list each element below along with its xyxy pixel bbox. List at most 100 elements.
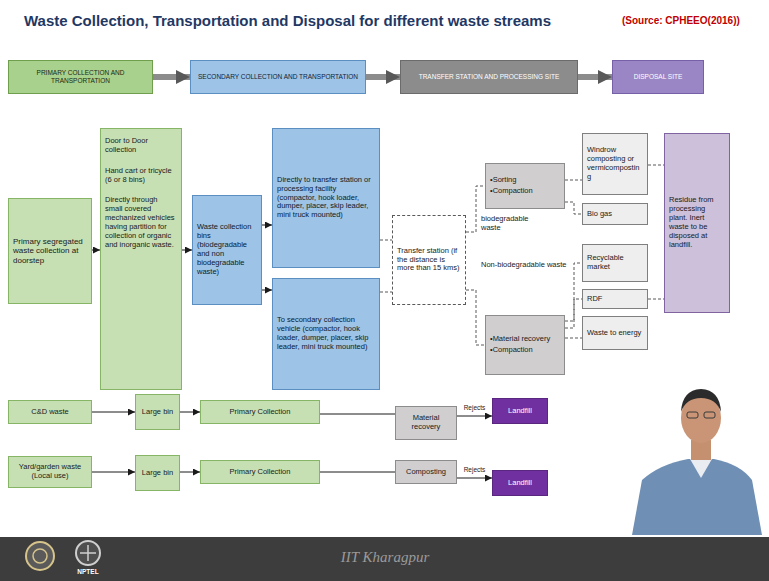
box-content: Waste collection bins (biodegradable and… bbox=[197, 223, 257, 276]
dashed-connector bbox=[565, 263, 582, 321]
box-text: Directly to transfer station or processi… bbox=[277, 176, 375, 220]
dashed-connector bbox=[565, 338, 582, 339]
process-box: To secondary collection vehicle (compact… bbox=[272, 278, 380, 390]
box-text: Primary segregated waste collection at d… bbox=[13, 237, 87, 265]
box-content: Door to Door collectionHand cart or tric… bbox=[105, 132, 177, 249]
stage-header: TRANSFER STATION AND PROCESSING SITE bbox=[400, 60, 578, 94]
stage-header: SECONDARY COLLECTION AND TRANSPORTATION bbox=[190, 60, 366, 94]
waste-stream-box: Yard/garden waste (Local use) bbox=[8, 456, 92, 488]
logo-caption: NPTEL bbox=[77, 568, 98, 575]
output-box: Windrow composting or vermicomposting bbox=[582, 133, 648, 195]
source-note: (Source: CPHEEO(2016)) bbox=[622, 15, 740, 27]
box-text: To secondary collection vehicle (compact… bbox=[277, 316, 375, 351]
box-text: Hand cart or tricycle (6 or 8 bins) bbox=[105, 167, 177, 185]
flow-arrow bbox=[182, 250, 192, 251]
box-text: Transfer station (if the distance is mor… bbox=[397, 247, 461, 274]
box-text: Bio gas bbox=[587, 210, 643, 219]
nptel-logo bbox=[80, 545, 96, 561]
box-content: Material recovery bbox=[400, 414, 452, 432]
box-text: Landfill bbox=[497, 479, 543, 488]
dashed-connector bbox=[565, 180, 582, 181]
box-content: Residue from processing plant. Inert was… bbox=[669, 196, 725, 249]
box-text: Directly through small covered mechanize… bbox=[105, 196, 177, 249]
box-content: Composting bbox=[400, 468, 452, 477]
box-text: Large bin bbox=[140, 469, 175, 478]
box-text: Windrow composting or vermicomposting bbox=[587, 146, 643, 181]
box-text: Recyclable market bbox=[587, 254, 643, 272]
flow-arrow bbox=[262, 290, 272, 291]
flow-arrow bbox=[180, 472, 200, 473]
presenter-hair bbox=[681, 389, 721, 412]
flow-arrow bbox=[320, 472, 395, 473]
box-text: C&D waste bbox=[13, 408, 87, 417]
presenter-collar bbox=[690, 459, 712, 478]
box-text: Landfill bbox=[497, 407, 543, 416]
stage-header: PRIMARY COLLECTION AND TRANSPORTATION bbox=[8, 60, 153, 94]
box-content: C&D waste bbox=[13, 408, 87, 417]
box-content: Transfer station (if the distance is mor… bbox=[397, 247, 461, 274]
disposal-box: Residue from processing plant. Inert was… bbox=[664, 133, 730, 313]
box-text: DISPOSAL SITE bbox=[617, 73, 699, 81]
stage-arrow bbox=[578, 74, 612, 80]
slide-title: Waste Collection, Transportation and Dis… bbox=[24, 12, 551, 29]
box-content: Landfill bbox=[497, 407, 543, 416]
process-box: Primary segregated waste collection at d… bbox=[8, 198, 92, 304]
institute-logo bbox=[26, 542, 54, 570]
box-text: Residue from processing plant. Inert was… bbox=[669, 196, 725, 249]
bin-box: Large bin bbox=[135, 394, 180, 430]
edge-label: Rejects bbox=[463, 404, 487, 411]
output-box: Waste to energy bbox=[582, 316, 648, 350]
box-text: •Compaction bbox=[490, 187, 560, 196]
box-content: Waste to energy bbox=[587, 329, 643, 338]
process-box: •Material recovery•Compaction bbox=[485, 315, 565, 375]
waste-stream-box: C&D waste bbox=[8, 400, 92, 424]
flow-arrow bbox=[92, 250, 100, 251]
box-content: SECONDARY COLLECTION AND TRANSPORTATION bbox=[195, 73, 361, 81]
output-box: Recyclable market bbox=[582, 244, 648, 282]
footer-ground bbox=[0, 537, 769, 581]
footer-bar bbox=[0, 537, 769, 581]
box-text: RDF bbox=[587, 295, 643, 304]
box-text: Primary Collection bbox=[205, 468, 315, 477]
box-text: SECONDARY COLLECTION AND TRANSPORTATION bbox=[195, 73, 361, 81]
box-content: Landfill bbox=[497, 479, 543, 488]
box-content: Windrow composting or vermicomposting bbox=[587, 146, 643, 181]
flow-arrow bbox=[180, 412, 200, 413]
flow-arrow bbox=[92, 472, 135, 473]
dashed-connector bbox=[648, 299, 664, 300]
box-text: Large bin bbox=[140, 408, 175, 417]
box-content: Primary Collection bbox=[205, 408, 315, 417]
presenter-figure bbox=[632, 389, 762, 535]
flow-arrow bbox=[262, 225, 272, 226]
box-content: Large bin bbox=[140, 469, 175, 478]
flow-arrow bbox=[457, 416, 492, 417]
stage-arrow bbox=[366, 74, 400, 80]
box-text: •Material recovery bbox=[490, 335, 560, 344]
flow-arrow bbox=[457, 478, 492, 479]
box-content: To secondary collection vehicle (compact… bbox=[277, 316, 375, 351]
dashed-connector bbox=[648, 165, 664, 166]
dashed-connector bbox=[565, 202, 582, 214]
output-box: RDF bbox=[582, 289, 648, 309]
edge-label: Rejects bbox=[463, 466, 487, 473]
flow-arrow bbox=[92, 412, 135, 413]
stage-arrow bbox=[153, 74, 190, 80]
landfill-box: Landfill bbox=[492, 398, 548, 424]
edge-label: biodegradable waste bbox=[480, 215, 546, 232]
process-box: Composting bbox=[395, 460, 457, 484]
presenter-shirt bbox=[632, 459, 762, 535]
process-box: Material recovery bbox=[395, 406, 457, 440]
process-box: Door to Door collectionHand cart or tric… bbox=[100, 128, 182, 390]
box-content: PRIMARY COLLECTION AND TRANSPORTATION bbox=[13, 69, 148, 84]
box-content: •Sorting•Compaction bbox=[490, 176, 560, 196]
box-text: Waste collection bins (biodegradable and… bbox=[197, 223, 257, 276]
nptel-logo bbox=[76, 541, 100, 565]
flow-arrow bbox=[320, 414, 395, 415]
box-text: Composting bbox=[400, 468, 452, 477]
process-box: Primary Collection bbox=[200, 460, 320, 484]
stage-header: DISPOSAL SITE bbox=[612, 60, 704, 94]
process-box: •Sorting•Compaction bbox=[485, 163, 565, 209]
box-text: Material recovery bbox=[400, 414, 452, 432]
